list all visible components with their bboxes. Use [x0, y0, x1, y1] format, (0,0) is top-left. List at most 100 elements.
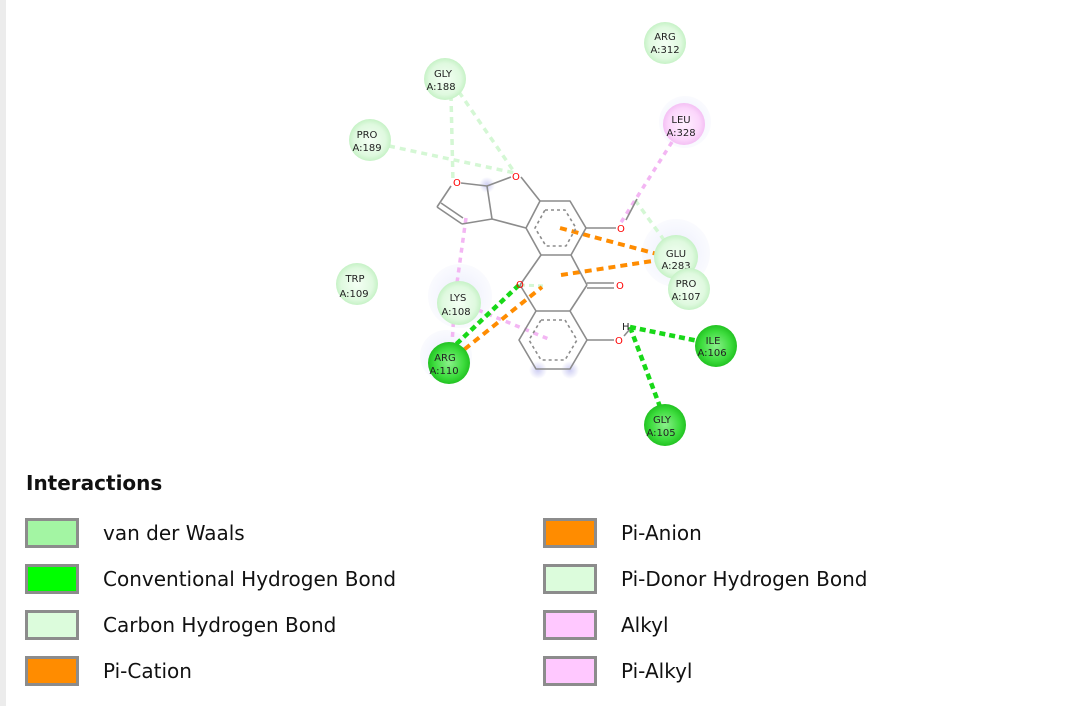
residue-disc — [336, 263, 378, 305]
hydrogen-atom: H — [622, 322, 630, 333]
residue-disc — [663, 103, 705, 145]
legend-item-conventional-hbond: Conventional Hydrogen Bond — [25, 561, 396, 597]
pi-donor-line — [633, 198, 666, 242]
residue-gly105[interactable]: GLY A:105 — [644, 404, 686, 446]
legend-item-alkyl: Alkyl — [543, 607, 669, 643]
hbond-line — [629, 324, 709, 346]
residue-position: A:108 — [441, 307, 470, 318]
oxygen-atom: O — [516, 280, 524, 291]
pi-alkyl-line — [454, 217, 468, 291]
bond — [623, 328, 631, 337]
legend-label: Pi-Anion — [621, 521, 702, 545]
residue-position: A:109 — [339, 289, 368, 300]
hbond-line — [448, 283, 521, 352]
bond — [569, 284, 588, 312]
residue-disc — [437, 281, 481, 325]
residue-gly188[interactable]: GLY A:188 — [424, 58, 466, 100]
residue-leu328[interactable]: LEU A:328 — [663, 103, 705, 145]
atom-labels: O O O O O O H — [453, 172, 630, 347]
residue-name: ILE — [706, 336, 721, 347]
carbon-hbond-line — [457, 91, 517, 174]
ligand-structure — [436, 176, 638, 370]
carbon-hbond-line — [449, 94, 455, 184]
hbond-line — [627, 326, 665, 413]
residue-disc — [424, 58, 466, 100]
oxygen-atom: O — [615, 336, 623, 347]
residue-lys108[interactable]: LYS A:108 — [437, 281, 481, 325]
legend-label: Carbon Hydrogen Bond — [103, 613, 337, 637]
bond — [436, 206, 463, 225]
residue-position: A:105 — [646, 428, 675, 439]
bond — [440, 202, 464, 219]
residue-position: A:312 — [650, 45, 679, 56]
legend-label: Alkyl — [621, 613, 669, 637]
legend-item-carbon-hbond: Carbon Hydrogen Bond — [25, 607, 336, 643]
legend-swatch — [25, 656, 79, 686]
residue-ile106[interactable]: ILE A:106 — [695, 325, 737, 367]
bond — [486, 176, 512, 187]
legend-swatch — [543, 564, 597, 594]
legend-swatch — [543, 518, 597, 548]
residue-arg312[interactable]: ARG A:312 — [644, 22, 686, 64]
residue-arg110[interactable]: ARG A:110 — [428, 342, 470, 384]
pi-anion-line — [559, 226, 673, 260]
bond — [486, 185, 493, 220]
residue-name: PRO — [357, 130, 378, 141]
residue-disc — [349, 119, 391, 161]
oxygen-atom: O — [512, 172, 520, 183]
alkyl-line — [618, 141, 674, 225]
legend-item-pi-donor-hbond: Pi-Donor Hydrogen Bond — [543, 561, 867, 597]
residue-disc — [695, 325, 737, 367]
residue-disc — [428, 342, 470, 384]
residue-position: A:106 — [697, 348, 726, 359]
residue-name: LYS — [450, 293, 467, 304]
residue-disc — [654, 235, 698, 279]
residue-pro189[interactable]: PRO A:189 — [349, 119, 391, 161]
residue-glu283[interactable]: GLU A:283 — [654, 235, 698, 279]
residue-disc — [644, 22, 686, 64]
legend-swatch — [543, 656, 597, 686]
residue-name: PRO — [676, 279, 697, 290]
legend-label: van der Waals — [103, 521, 245, 545]
bond — [570, 254, 588, 286]
residue-position: A:189 — [352, 143, 381, 154]
residue-name: LEU — [671, 115, 690, 126]
residues: ARG A:312 GLY A:188 LEU A:328 PRO A:189 … — [336, 22, 737, 446]
residue-name: GLY — [434, 69, 453, 80]
pi-cation-line — [453, 285, 544, 359]
bond — [519, 254, 542, 286]
atom-shadow — [529, 361, 547, 379]
oxygen-atom: O — [453, 178, 461, 189]
oxygen-atom: O — [617, 224, 625, 235]
legend-title: Interactions — [26, 471, 163, 495]
residue-name: TRP — [344, 274, 364, 285]
legend-swatch — [543, 610, 597, 640]
bond — [625, 198, 638, 221]
residue-position: A:107 — [671, 292, 700, 303]
legend-swatch — [25, 564, 79, 594]
bond — [461, 218, 493, 225]
residue-position: A:188 — [426, 82, 455, 93]
legend-item-pi-anion: Pi-Anion — [543, 515, 702, 551]
legend-item-pi-cation: Pi-Cation — [25, 653, 192, 689]
atom-shadow — [561, 361, 579, 379]
residue-position: A:283 — [661, 261, 690, 272]
residue-position: A:110 — [429, 366, 458, 377]
legend-item-van-der-waals: van der Waals — [25, 515, 245, 551]
bond — [460, 182, 488, 187]
atom-shadow — [479, 177, 495, 193]
interaction-diagram: O O O O O O H ARG A:312 GLY A:188 LEU A:… — [336, 22, 737, 446]
aromatic-ring-a-inner — [534, 209, 577, 247]
residue-position: A:328 — [666, 128, 695, 139]
residue-pro107[interactable]: PRO A:107 — [668, 268, 710, 310]
left-divider — [0, 0, 6, 706]
residue-name: ARG — [434, 353, 456, 364]
legend-swatch — [25, 518, 79, 548]
residue-name: GLU — [666, 249, 686, 260]
legend-label: Pi-Cation — [103, 659, 192, 683]
legend-label: Conventional Hydrogen Bond — [103, 567, 397, 591]
legend-swatch — [25, 610, 79, 640]
residue-name: GLY — [653, 415, 672, 426]
legend-item-pi-alkyl: Pi-Alkyl — [543, 653, 692, 689]
residue-trp109[interactable]: TRP A:109 — [336, 263, 378, 305]
